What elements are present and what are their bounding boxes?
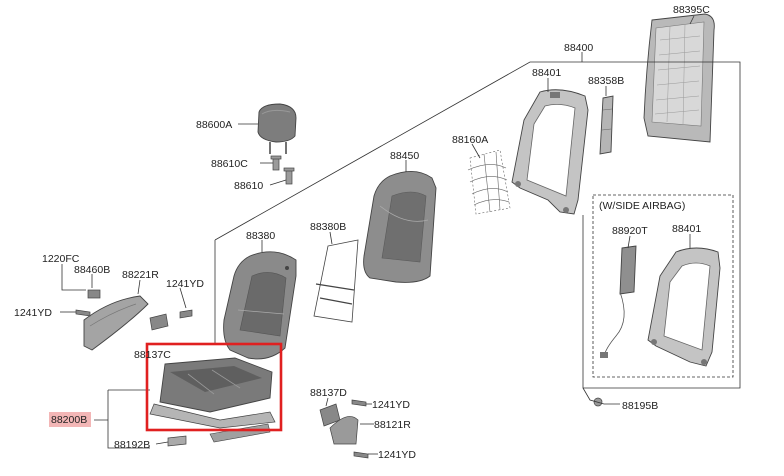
label-88395C[interactable]: 88395C: [673, 4, 710, 16]
label-88380B[interactable]: 88380B: [310, 221, 346, 233]
label-88460B[interactable]: 88460B: [74, 264, 110, 276]
label-88160A[interactable]: 88160A: [452, 134, 488, 146]
seat-back-cover-part[interactable]: [223, 251, 297, 360]
label-88400[interactable]: 88400: [564, 42, 593, 54]
label-88121R[interactable]: 88121R: [374, 419, 411, 431]
label-88200B[interactable]: 88200B: [51, 414, 87, 426]
label-88920T[interactable]: 88920T: [612, 225, 648, 237]
label-1220FC[interactable]: 1220FC: [42, 253, 80, 265]
label-88195B[interactable]: 88195B: [622, 400, 658, 412]
label-88401[interactable]: 88401: [532, 67, 561, 79]
label-88610[interactable]: 88610: [234, 180, 263, 192]
part-labels: 88395C 88400 88401 88358B 88600A 88160A …: [14, 4, 710, 461]
label-88221R[interactable]: 88221R: [122, 269, 159, 281]
side-cover-part[interactable]: [83, 295, 149, 351]
label-88137C[interactable]: 88137C: [134, 349, 171, 361]
headrest-guide-part[interactable]: [270, 155, 295, 185]
label-88137D[interactable]: 88137D: [310, 387, 347, 399]
label-88610C[interactable]: 88610C: [211, 158, 248, 170]
label-88600A[interactable]: 88600A: [196, 119, 232, 131]
label-1241YD-bottom[interactable]: 1241YD: [378, 449, 416, 461]
fastener-parts[interactable]: [75, 289, 603, 459]
headrest-part[interactable]: [257, 103, 297, 154]
seat-back-panel-part[interactable]: [643, 13, 715, 143]
selected-label-highlight: [49, 412, 91, 427]
label-88380[interactable]: 88380: [246, 230, 275, 242]
bracket-part[interactable]: [599, 95, 614, 155]
label-88192B[interactable]: 88192B: [114, 439, 150, 451]
back-cushion-pad-part[interactable]: [363, 171, 437, 283]
label-1241YD-upper-right[interactable]: 1241YD: [166, 278, 204, 290]
leader-lines: [60, 15, 741, 455]
side-airbag-group-box: [592, 194, 734, 378]
label-1241YD-mid[interactable]: 1241YD: [372, 399, 410, 411]
label-88450[interactable]: 88450: [390, 150, 419, 162]
label-88401-airbag[interactable]: 88401: [672, 223, 701, 235]
seat-back-mat-part[interactable]: [313, 239, 359, 323]
side-airbag-caption: (W/SIDE AIRBAG): [599, 200, 685, 212]
seat-cushion-highlight-box: [145, 342, 283, 432]
seat-back-frame-part[interactable]: [511, 89, 589, 215]
label-1241YD-left[interactable]: 1241YD: [14, 307, 52, 319]
airbag-back-frame-part[interactable]: [647, 247, 721, 367]
label-88358B[interactable]: 88358B: [588, 75, 624, 87]
spring-mat-part[interactable]: [467, 149, 511, 215]
side-airbag-module-part[interactable]: [600, 245, 637, 358]
seat-cushion-part[interactable]: [149, 357, 276, 443]
